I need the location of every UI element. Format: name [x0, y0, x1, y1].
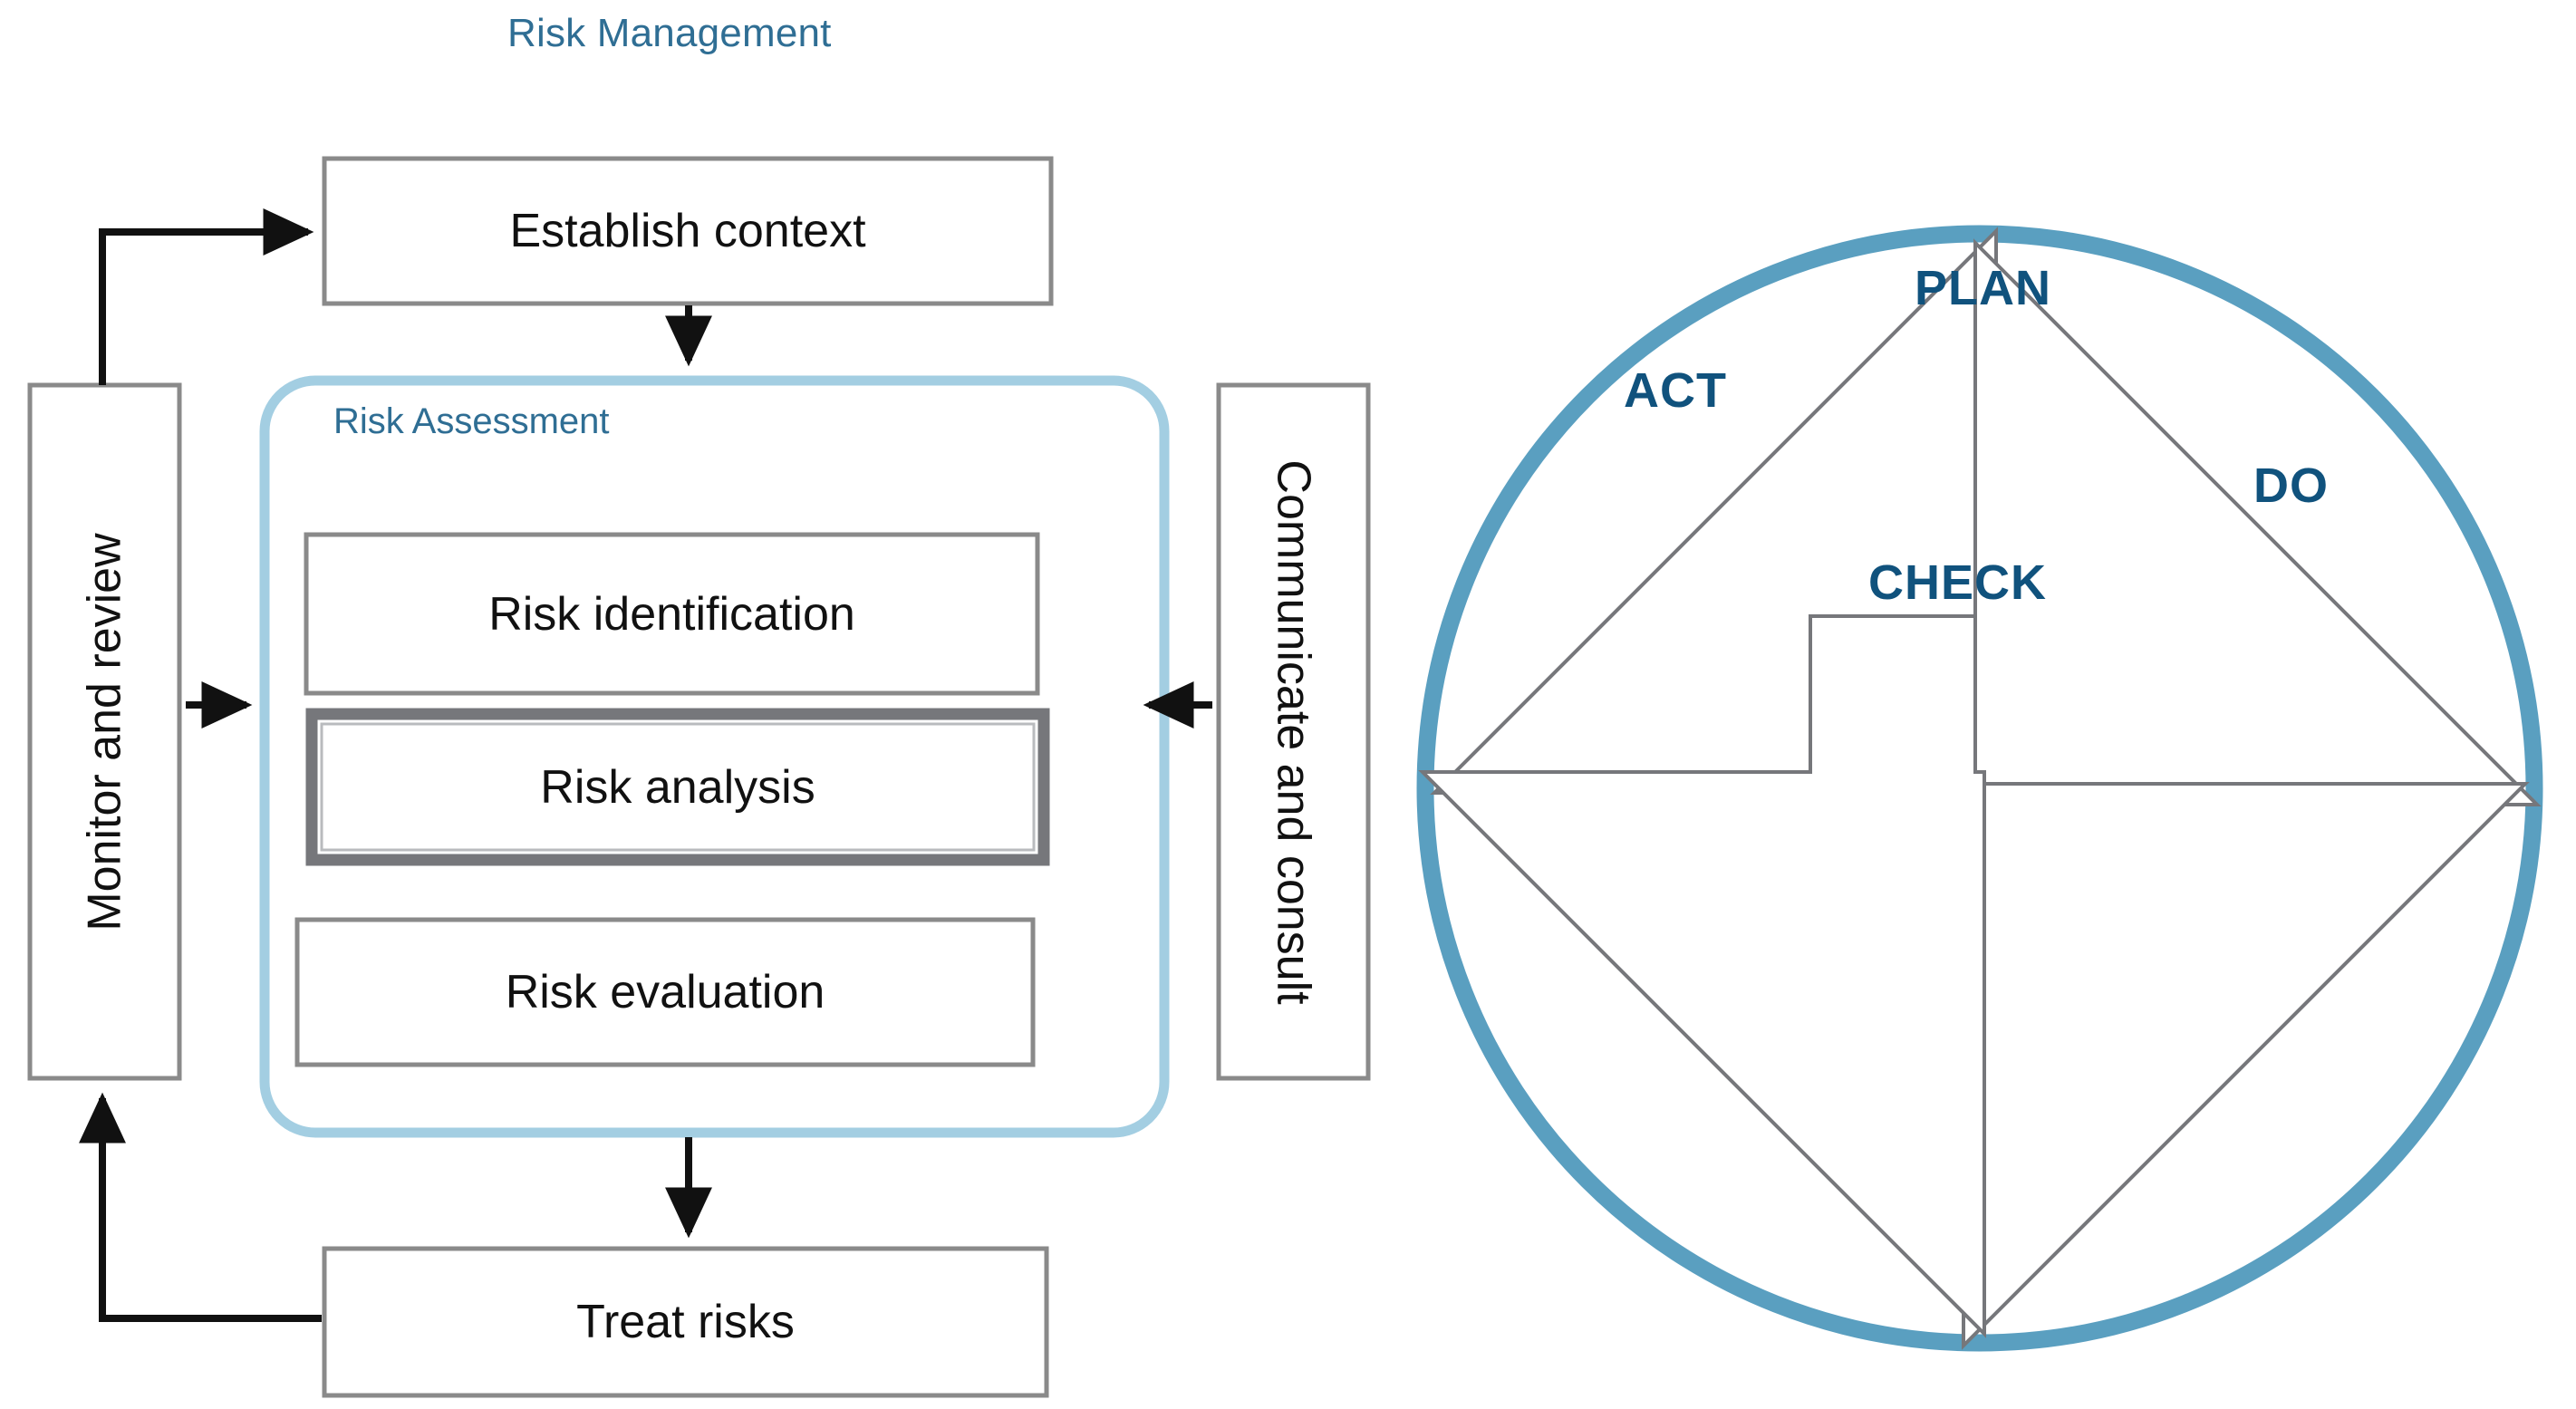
pdca-do-label: DO: [2253, 458, 2329, 513]
pdca-plan-label: PLAN: [1915, 261, 2051, 315]
monitor-and-review-label: Monitor and review: [30, 385, 179, 1078]
communicate-and-consult-box[interactable]: [1216, 382, 1371, 1081]
monitor-and-review-box[interactable]: [27, 382, 182, 1081]
pdca-check-label: CHECK: [1868, 555, 2048, 610]
risk-analysis-label: Risk analysis: [540, 760, 815, 814]
pdca-wheel: [1416, 225, 2543, 1352]
arrow-treat-to-monitor: [79, 1092, 322, 1322]
treat-risks-label: Treat risks: [576, 1296, 795, 1348]
communicate-and-consult-text: Communicate and consult: [1267, 458, 1320, 1005]
pdca-act-arrow[interactable]: [1418, 614, 1986, 1338]
risk-evaluation-label: Risk evaluation: [505, 966, 825, 1018]
page-title: Risk Management: [507, 11, 832, 55]
risk-identification-box[interactable]: [304, 532, 1040, 696]
monitor-and-review-text: Monitor and review: [78, 532, 131, 931]
risk-analysis-inner-outline: [320, 722, 1036, 852]
treat-risks-box[interactable]: [322, 1246, 1049, 1398]
communicate-and-consult-label: Communicate and consult: [1219, 385, 1368, 1078]
arrow-monitor-to-establish: [99, 208, 314, 385]
pdca-act-label: ACT: [1624, 363, 1727, 418]
risk-assessment-group-label: Risk Assessment: [333, 401, 610, 441]
risk-evaluation-box[interactable]: [294, 917, 1036, 1067]
establish-context-box[interactable]: [322, 156, 1054, 306]
risk-identification-label: Risk identification: [488, 587, 855, 641]
establish-context-label: Establish context: [509, 205, 866, 257]
